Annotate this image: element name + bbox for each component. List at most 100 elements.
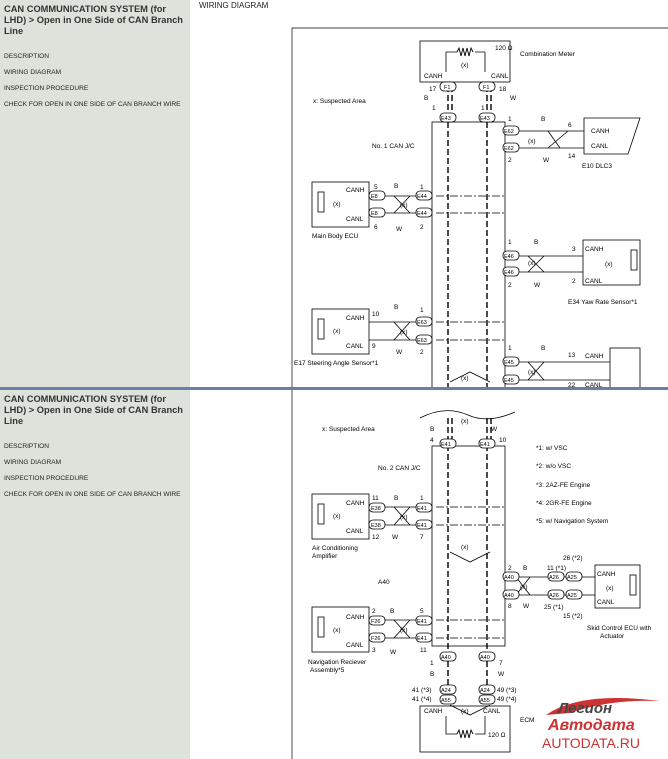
- svg-text:CANH: CANH: [346, 614, 365, 621]
- svg-text:11: 11: [372, 495, 379, 502]
- svg-text:1: 1: [481, 105, 485, 112]
- svg-text:10: 10: [499, 437, 507, 444]
- svg-text:B: B: [430, 426, 434, 433]
- svg-text:(x): (x): [461, 708, 469, 715]
- svg-text:1: 1: [420, 307, 424, 314]
- sidebar-link-inspection-procedure[interactable]: INSPECTION PROCEDURE: [4, 475, 89, 482]
- note-2: *2: w/o VSC: [536, 463, 571, 470]
- svg-text:F26: F26: [371, 636, 380, 642]
- sidebar-link-description[interactable]: DESCRIPTION: [4, 53, 50, 60]
- page-heading: WIRING DIAGRAM: [199, 1, 269, 10]
- svg-text:E63: E63: [417, 338, 427, 344]
- svg-text:W: W: [510, 95, 517, 102]
- svg-text:E63: E63: [417, 320, 427, 326]
- can-jc-1-label: No. 1 CAN J/C: [372, 143, 415, 150]
- svg-text:W: W: [396, 226, 403, 233]
- svg-text:E38: E38: [371, 506, 381, 512]
- svg-text:E62: E62: [504, 146, 514, 152]
- sidebar-link-inspection-procedure[interactable]: INSPECTION PROCEDURE: [4, 85, 89, 92]
- svg-text:120 Ω: 120 Ω: [488, 732, 506, 739]
- autodata-watermark-logo: Легион Автодата AUTODATA.RU: [542, 698, 660, 751]
- svg-text:B: B: [394, 304, 398, 311]
- svg-text:A55: A55: [480, 698, 490, 704]
- svg-text:(x): (x): [400, 627, 408, 634]
- nav-receiver-label-2: Assembly*5: [310, 667, 345, 674]
- sidebar-link-check-open[interactable]: CHECK FOR OPEN IN ONE SIDE OF CAN BRANCH…: [4, 101, 181, 108]
- svg-text:11 (*1): 11 (*1): [547, 565, 566, 572]
- sidebar: CAN COMMUNICATION SYSTEM (for LHD) > Ope…: [0, 390, 190, 759]
- sidebar-link-wiring-diagram[interactable]: WIRING DIAGRAM: [4, 459, 62, 466]
- svg-text:3: 3: [572, 246, 576, 253]
- svg-text:CANL: CANL: [346, 642, 364, 649]
- svg-text:7: 7: [499, 660, 503, 667]
- svg-text:A25: A25: [567, 593, 577, 599]
- svg-text:(x): (x): [333, 513, 341, 520]
- svg-text:A40: A40: [441, 655, 451, 661]
- svg-text:E46: E46: [504, 254, 514, 260]
- svg-text:9: 9: [372, 343, 376, 350]
- svg-text:(x): (x): [461, 375, 469, 382]
- svg-text:F1: F1: [483, 85, 489, 91]
- svg-text:CANL: CANL: [346, 216, 364, 223]
- svg-text:E41: E41: [441, 442, 451, 448]
- svg-text:1: 1: [430, 660, 434, 667]
- svg-text:7: 7: [420, 534, 424, 541]
- svg-text:A55: A55: [441, 698, 451, 704]
- svg-text:E43: E43: [441, 116, 451, 122]
- svg-text:120 Ω: 120 Ω: [495, 45, 513, 52]
- svg-text:A40: A40: [504, 593, 514, 599]
- svg-text:E45: E45: [504, 378, 514, 384]
- watermark-swoosh: [546, 698, 660, 715]
- bottom-screenshot-panel: CAN COMMUNICATION SYSTEM (for LHD) > Ope…: [0, 390, 668, 759]
- svg-text:CANH: CANH: [346, 187, 365, 194]
- svg-text:CANL: CANL: [491, 73, 509, 80]
- ac-amplifier-label-2: Amplifier: [312, 553, 338, 560]
- svg-text:A25: A25: [567, 575, 577, 581]
- svg-text:B: B: [430, 671, 434, 678]
- svg-text:E43: E43: [480, 116, 490, 122]
- svg-text:(x): (x): [528, 260, 536, 267]
- sidebar: CAN COMMUNICATION SYSTEM (for LHD) > Ope…: [0, 0, 190, 388]
- svg-text:E44: E44: [417, 211, 427, 217]
- svg-text:2: 2: [508, 282, 512, 289]
- svg-text:2: 2: [420, 224, 424, 231]
- svg-text:1: 1: [508, 239, 512, 246]
- watermark-brand-1: Легион: [557, 700, 612, 717]
- sidebar-link-check-open[interactable]: CHECK FOR OPEN IN ONE SIDE OF CAN BRANCH…: [4, 491, 181, 498]
- svg-text:B: B: [541, 116, 545, 123]
- svg-text:CANL: CANL: [483, 708, 501, 715]
- note-1: *1: w/ VSC: [536, 445, 568, 452]
- svg-text:CANH: CANH: [346, 500, 365, 507]
- ac-amplifier-label-1: Air Conditioning: [312, 545, 358, 552]
- svg-text:W: W: [543, 157, 550, 164]
- svg-text:CANL: CANL: [585, 382, 603, 388]
- svg-text:2: 2: [508, 565, 512, 572]
- note-4: *4: 2GR-FE Engine: [536, 500, 592, 507]
- steering-angle-sensor-label: E17 Steering Angle Sensor*1: [294, 360, 379, 367]
- svg-text:25 (*1): 25 (*1): [544, 604, 564, 611]
- svg-text:B: B: [523, 565, 527, 572]
- sidebar-link-wiring-diagram[interactable]: WIRING DIAGRAM: [4, 69, 62, 76]
- svg-text:CANH: CANH: [591, 128, 610, 135]
- dlc3-label: E10 DLC3: [582, 163, 612, 170]
- svg-text:4: 4: [430, 437, 434, 444]
- wiring-diagram-lower: (x) x: Suspected Area B W 4 10 E41 E41 N…: [291, 390, 652, 759]
- svg-text:(x): (x): [606, 585, 614, 592]
- svg-text:B: B: [541, 345, 545, 352]
- svg-text:22: 22: [568, 382, 576, 388]
- svg-text:E62: E62: [504, 129, 514, 135]
- svg-text:(x): (x): [400, 329, 408, 336]
- main-content: (x) x: Suspected Area B W 4 10 E41 E41 N…: [190, 390, 668, 759]
- svg-text:A26: A26: [549, 575, 559, 581]
- svg-text:CANL: CANL: [597, 599, 615, 606]
- svg-text:F1: F1: [444, 85, 450, 91]
- suspected-area-label: x: Suspected Area: [322, 426, 375, 433]
- svg-text:1: 1: [432, 105, 436, 112]
- sidebar-title: CAN COMMUNICATION SYSTEM (for LHD) > Ope…: [4, 394, 183, 426]
- svg-text:E41: E41: [480, 442, 490, 448]
- a40-label: A40: [378, 579, 390, 586]
- main-content: WIRING DIAGRAM: [190, 0, 668, 388]
- sidebar-link-description[interactable]: DESCRIPTION: [4, 443, 50, 450]
- svg-text:W: W: [498, 671, 505, 678]
- svg-text:E45: E45: [504, 360, 514, 366]
